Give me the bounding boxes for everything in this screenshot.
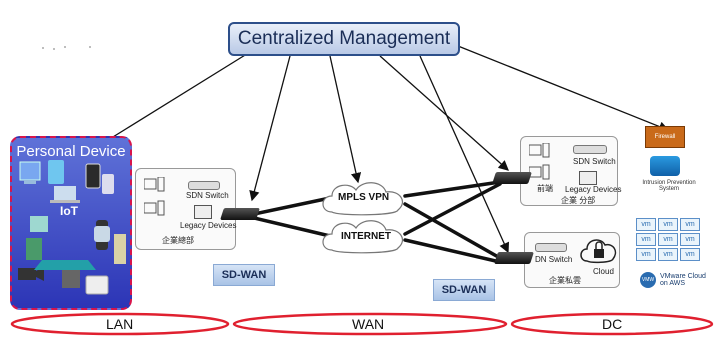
link-hq-mpls [252, 196, 332, 216]
link-mpls-branch [403, 180, 502, 198]
vm-tile: vm [680, 218, 700, 231]
hq-sdn-switch-label: SDN Switch [186, 191, 229, 200]
dc-router-icon [494, 252, 534, 264]
mgmt-arrow-branch-router [379, 55, 509, 171]
ips-icon [650, 156, 680, 176]
dc-site-box: DN Switch Cloud 企業私雲 [524, 232, 620, 288]
small-device-icon [62, 270, 80, 288]
vm-tile: vm [680, 248, 700, 261]
centralized-management-title: Centralized Management [237, 28, 451, 49]
mgmt-arrow-personal [90, 51, 251, 151]
desktop-icon [19, 161, 41, 184]
lan-label: LAN [106, 316, 134, 332]
firewall-icon: Firewall [645, 126, 685, 148]
branch-pc-icons [529, 143, 550, 180]
branch-legacy-icon [579, 171, 597, 185]
vm-tile: vm [658, 233, 678, 246]
dc-ellipse [510, 312, 714, 336]
internet-label: INTERNET [341, 231, 391, 242]
branch-sdn-switch-icon [573, 145, 607, 154]
ips-label: Intrusion Prevention System [642, 180, 696, 192]
personal-device-title: Personal Device [16, 143, 126, 160]
hq-sdn-switch-icon [188, 181, 220, 190]
vm-tile: vm [658, 248, 678, 261]
branch-local-label: 前端 [537, 184, 553, 193]
internet-cloud [322, 220, 403, 254]
vm-tile: vm [636, 218, 656, 231]
centralized-management-box: Centralized Management [228, 22, 460, 56]
link-internet-dc [403, 238, 502, 264]
hq-legacy-icon [194, 205, 212, 219]
dc-cloud-label: Cloud [593, 267, 614, 276]
printer-icon [85, 275, 109, 295]
mobile-icon [102, 174, 114, 194]
link-hq-internet [252, 216, 332, 238]
dc-label: DC [602, 316, 623, 332]
branch-legacy-label: Legacy Devices [565, 185, 622, 194]
firewall-label: Firewall [654, 134, 676, 140]
sdwan-badge-right: SD-WAN [433, 279, 495, 301]
mgmt-arrow-mpls [329, 55, 362, 184]
sdwan-badge-left: SD-WAN [213, 264, 275, 286]
link-internet-branch [403, 182, 502, 236]
hq-legacy-label: Legacy Devices [180, 221, 237, 230]
dn-switch-label: DN Switch [535, 255, 573, 264]
decorative-dots [40, 38, 100, 50]
branch-sdn-switch-label: SDN Switch [573, 157, 616, 166]
vmware-grid: vm vm vm vm vm vm vm vm vm [636, 218, 714, 261]
hq-site-box: SDN Switch Legacy Devices 企業總部 [135, 168, 236, 250]
gateway-icon [34, 260, 96, 270]
mpls-vpn-label: MPLS VPN [338, 192, 390, 203]
sdwan-badge-right-text: SD-WAN [441, 284, 487, 296]
branch-site-name: 企業 分部 [561, 196, 596, 205]
wan-ellipse [232, 312, 508, 336]
camera-icon [18, 267, 44, 281]
vm-tile: vm [636, 233, 656, 246]
vm-tile: vm [680, 233, 700, 246]
branch-site-box: SDN Switch 前端 Legacy Devices 企業 分部 [520, 136, 622, 206]
wan-label: WAN [352, 316, 385, 332]
mgmt-arrow-dc-router [419, 55, 510, 254]
vmware-logo-text: VMW [641, 277, 655, 283]
meter-icon [30, 216, 48, 232]
dc-site-name: 企業私雲 [549, 276, 581, 285]
tower-icon [114, 234, 126, 264]
hq-pc-icons [144, 177, 165, 216]
cloud-lock-icon [580, 239, 617, 264]
laptop-icon [50, 186, 80, 203]
sensor-icon [26, 238, 42, 260]
hq-router-icon [220, 208, 260, 220]
link-mpls-dc [403, 202, 502, 260]
dn-switch-icon [535, 243, 567, 252]
watch-icon [94, 220, 110, 250]
vm-tile: vm [658, 218, 678, 231]
branch-router-icon [492, 172, 532, 184]
tablet-icon [48, 160, 64, 184]
personal-device-icons [18, 160, 126, 295]
hq-site-name: 企業總部 [162, 236, 194, 245]
personal-device-panel: Personal Device IoT [10, 136, 132, 310]
phone-icon [85, 163, 101, 189]
lan-ellipse [10, 312, 230, 336]
vmware-cloud-label: VMware Cloud on AWS [660, 273, 706, 287]
mgmt-arrow-hq [249, 55, 291, 202]
sdwan-badge-left-text: SD-WAN [221, 269, 267, 281]
vm-tile: vm [636, 248, 656, 261]
iot-label: IoT [60, 204, 78, 218]
mgmt-arrow-security [457, 45, 670, 132]
vmware-logo-icon: VMW [640, 272, 656, 288]
mpls-vpn-cloud [322, 182, 403, 216]
zone-ellipses [10, 312, 714, 336]
